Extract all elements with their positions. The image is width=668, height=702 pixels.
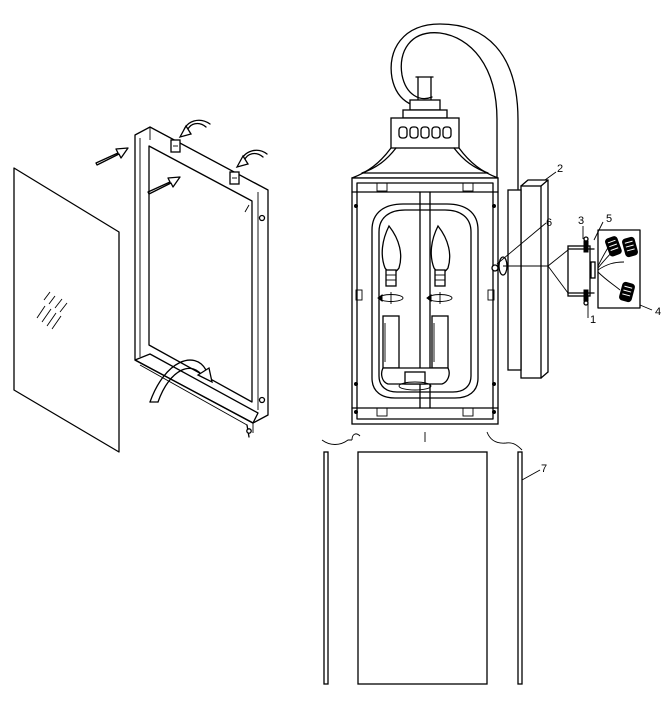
callout-2: 2	[557, 163, 563, 175]
lantern	[351, 23, 519, 425]
callout-7: 7	[541, 463, 547, 475]
glass-reflection-marks	[36, 291, 68, 330]
callout-3: 3	[578, 215, 584, 227]
callout-labels: 2 3 5 6 4 1 7	[541, 163, 661, 475]
door-side-screw-upper	[258, 214, 266, 222]
door-frame	[134, 126, 269, 438]
insert-arrows	[95, 147, 181, 195]
twist-symbols	[377, 292, 453, 304]
arrow-right-icon-upper	[95, 147, 129, 166]
mounting-bracket	[503, 236, 596, 306]
wall-plate	[491, 179, 549, 379]
callout-4: 4	[655, 306, 661, 318]
cap-vents	[398, 126, 452, 139]
callout-6: 6	[546, 217, 552, 229]
rotate-arrows	[149, 119, 268, 403]
bulb-right	[430, 224, 451, 287]
swing-arrow-icon	[149, 359, 211, 403]
callout-leaders	[496, 171, 653, 481]
bulb-left	[381, 224, 402, 287]
callout-5: 5	[606, 213, 612, 225]
arrow-right-icon-lower	[147, 176, 181, 195]
glass-panel	[13, 167, 120, 453]
callout-1: 1	[590, 314, 596, 326]
lower-glass-panels	[321, 431, 523, 685]
wire-connectors	[597, 229, 641, 309]
door-side-screw-lower	[258, 396, 266, 404]
